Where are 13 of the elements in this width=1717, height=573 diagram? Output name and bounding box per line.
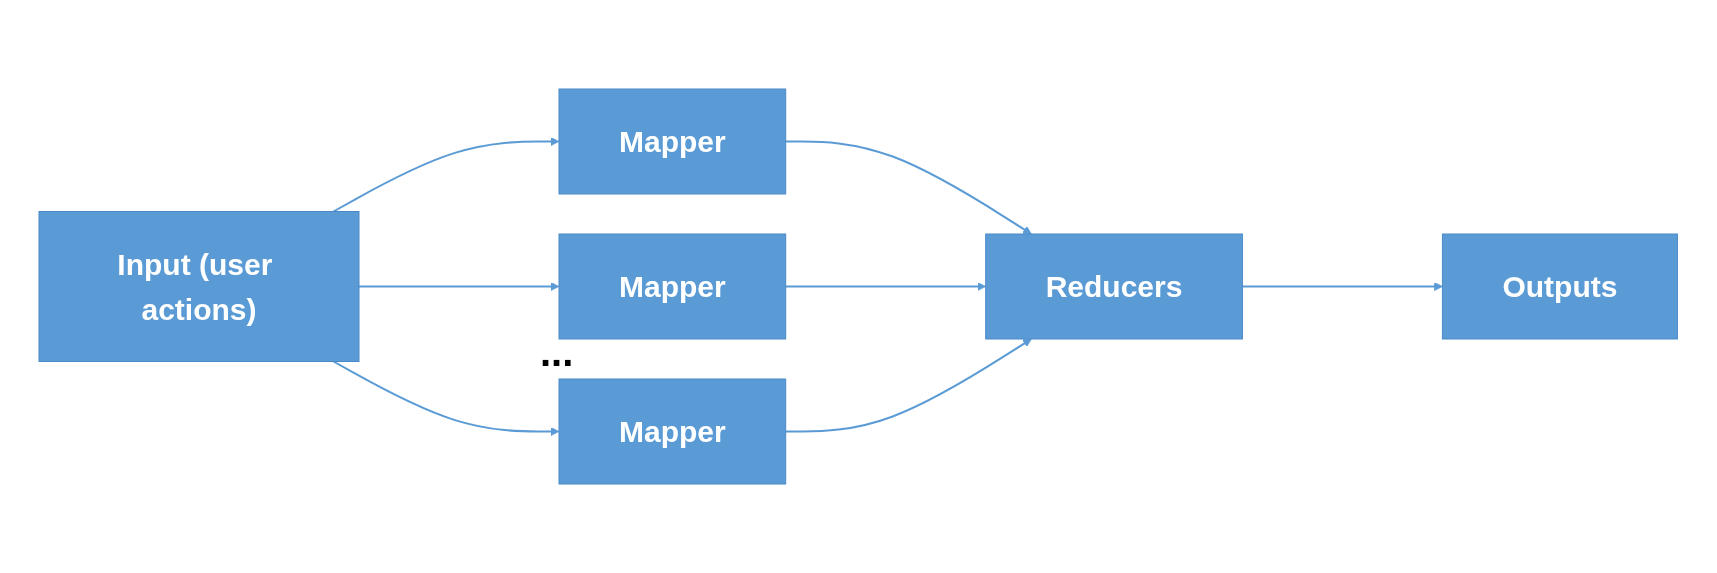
arrow bbox=[1241, 282, 1444, 291]
node-box: Reducers bbox=[985, 233, 1244, 340]
node-box: Mapper bbox=[558, 378, 787, 485]
node-box: Input (user actions) bbox=[38, 211, 360, 362]
arrow bbox=[785, 338, 1033, 433]
node-box: Mapper bbox=[558, 88, 787, 195]
node-box: Mapper bbox=[558, 233, 787, 340]
arrow bbox=[358, 282, 560, 291]
arrow bbox=[785, 282, 987, 291]
node-box: Outputs bbox=[1442, 233, 1679, 340]
arrow bbox=[332, 137, 560, 213]
arrow bbox=[785, 140, 1033, 235]
arrow bbox=[332, 360, 560, 436]
